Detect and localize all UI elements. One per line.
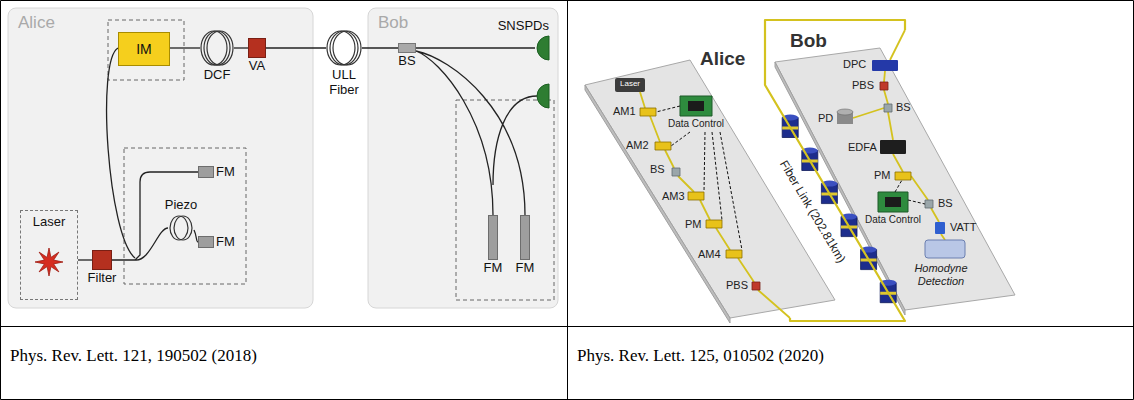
component-label: Laser bbox=[33, 215, 66, 230]
component-label: FM bbox=[484, 261, 503, 276]
coil-loop bbox=[204, 31, 230, 65]
attenuator-device bbox=[935, 222, 945, 234]
component-label: Alice bbox=[700, 48, 745, 70]
plate-side bbox=[585, 85, 730, 323]
part-label: Data Control bbox=[666, 118, 726, 130]
device-label: Laser bbox=[615, 79, 645, 88]
part-label: PBS bbox=[726, 279, 748, 292]
dpc-device bbox=[872, 60, 898, 71]
coil-loop bbox=[330, 31, 358, 65]
part-label: PD bbox=[818, 112, 833, 125]
party-panel: BobBSSNSPDsFMFM bbox=[368, 8, 558, 308]
intensity-modulator: IM bbox=[118, 32, 170, 66]
component-label: SNSPDs bbox=[498, 19, 549, 34]
part-label: AM4 bbox=[698, 248, 721, 261]
component-label: DCF bbox=[204, 68, 231, 83]
fiber-connector bbox=[416, 47, 535, 48]
part-label: AM1 bbox=[613, 105, 636, 118]
component-label: FM bbox=[516, 261, 535, 276]
fiber-connector bbox=[170, 47, 200, 48]
caption-text: Phys. Rev. Lett. 125, 010502 (2020) bbox=[577, 346, 824, 366]
coil-symbol bbox=[326, 30, 362, 66]
fiber-coil: ULL Fiber bbox=[326, 30, 362, 66]
component-label: Piezo bbox=[165, 198, 198, 213]
component-label: FM bbox=[216, 165, 235, 180]
fiber-connector bbox=[765, 20, 905, 321]
filter-box: Filter bbox=[92, 250, 112, 270]
faraday-mirror: FM bbox=[488, 215, 498, 260]
piezo-coil: Piezo bbox=[168, 215, 194, 241]
part-label: PBS bbox=[852, 79, 874, 92]
component-label: Bob bbox=[790, 30, 827, 52]
component-label: Alice bbox=[18, 13, 55, 33]
part-label: BS bbox=[650, 163, 665, 176]
part-label: PM bbox=[685, 218, 702, 231]
fiber-connector bbox=[266, 47, 326, 48]
beam-splitter: BS bbox=[398, 43, 416, 53]
coil-loop bbox=[207, 31, 233, 65]
part-label: Data Control bbox=[863, 214, 923, 226]
detector-symbol bbox=[537, 84, 549, 108]
alice-panel bbox=[8, 8, 313, 308]
laser-device bbox=[615, 78, 645, 92]
faraday-mirror: FM bbox=[520, 215, 530, 260]
part-label: AM3 bbox=[662, 190, 685, 203]
part-label: Homodyne Detection bbox=[905, 262, 977, 287]
coil-loop bbox=[170, 216, 188, 240]
component-label: ULL Fiber bbox=[322, 68, 366, 98]
party-panel: AliceIMDCFVALaserFilterPiezoFMFM bbox=[8, 8, 313, 308]
part-label: BS bbox=[896, 101, 911, 114]
detector-dome bbox=[537, 36, 549, 60]
fiber-line bbox=[107, 48, 537, 260]
faraday-mirror: FM bbox=[198, 166, 214, 178]
component-label: Filter bbox=[88, 271, 117, 286]
part-label: AM2 bbox=[626, 139, 649, 152]
fiber-connector bbox=[362, 47, 398, 48]
faraday-mirror: FM bbox=[198, 236, 214, 248]
homodyne-device bbox=[925, 240, 965, 258]
attenuator-box: VA bbox=[248, 38, 266, 58]
part-label: EDFA bbox=[848, 141, 877, 154]
bob-panel bbox=[368, 8, 558, 308]
part-label: DPC bbox=[843, 58, 866, 71]
coil-loop bbox=[201, 31, 227, 65]
fiber-connector bbox=[78, 259, 92, 260]
party-plate: Bob bbox=[775, 30, 1015, 310]
coil-symbol bbox=[168, 215, 194, 241]
plate-side bbox=[775, 62, 905, 315]
laser-box: Laser bbox=[20, 210, 78, 300]
component-label: VA bbox=[249, 59, 265, 74]
part-label: BS bbox=[938, 197, 953, 210]
fiber-coil: DCF bbox=[200, 30, 234, 66]
yellow-fiber bbox=[640, 30, 945, 318]
component-label: BS bbox=[398, 54, 415, 69]
coil-symbol bbox=[200, 30, 234, 66]
fiber-connector bbox=[234, 47, 248, 48]
coil-loop bbox=[333, 31, 361, 65]
coil-loop bbox=[327, 31, 355, 65]
part-label: VATT bbox=[950, 221, 976, 234]
modulator-symbol bbox=[640, 108, 911, 258]
detector: SNSPDs bbox=[535, 36, 549, 60]
component-label: IM bbox=[136, 41, 152, 57]
detector-symbol bbox=[535, 36, 549, 60]
component-label: Bob bbox=[378, 13, 408, 33]
photodiode bbox=[837, 109, 853, 115]
caption-text: Phys. Rev. Lett. 121, 190502 (2018) bbox=[10, 346, 257, 366]
part-label: PM bbox=[874, 169, 891, 182]
laser-star bbox=[35, 248, 63, 276]
coil-loop bbox=[174, 216, 192, 240]
component-label: FM bbox=[216, 235, 235, 250]
amplifier-box bbox=[880, 140, 906, 154]
